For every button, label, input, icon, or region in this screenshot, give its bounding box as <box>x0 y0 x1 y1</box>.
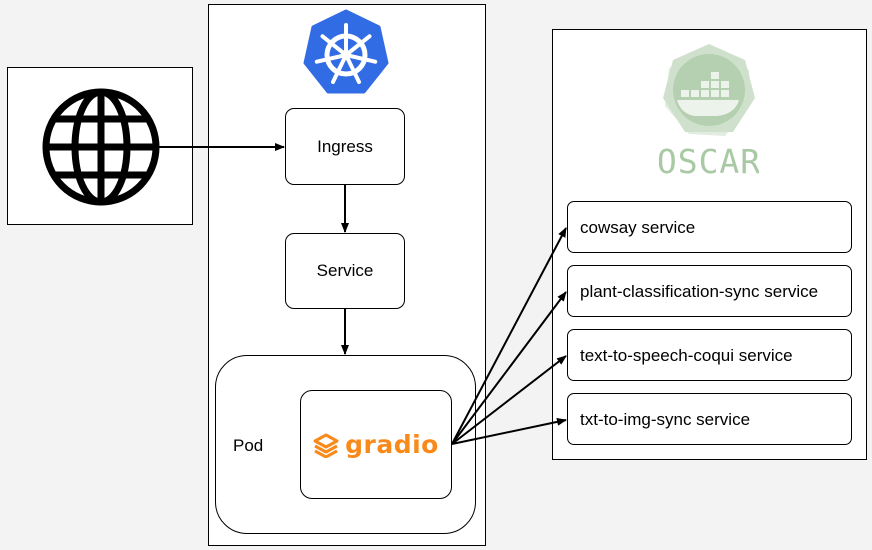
oscar-logo-text: OSCAR <box>659 142 759 180</box>
arrow-gradio-to-text-to-speech <box>451 355 567 445</box>
oscar-logo: OSCAR <box>659 44 759 180</box>
gradio-app-box: gradio <box>300 390 452 499</box>
oscar-service-txt-to-img-sync[interactable]: txt-to-img-sync service <box>567 393 852 445</box>
arrow-gradio-to-plant-classification <box>451 291 567 445</box>
pod-label: Pod <box>233 436 264 455</box>
gradio-mark-icon <box>313 433 339 458</box>
service-node: Service <box>285 233 405 309</box>
globe-icon <box>42 88 160 206</box>
gradio-wordmark: gradio <box>345 430 439 459</box>
oscar-service-plant-classification-sync[interactable]: plant-classification-sync service <box>567 265 852 317</box>
oscar-service-text-to-speech-coqui[interactable]: text-to-speech-coqui service <box>567 329 852 381</box>
arrow-gradio-to-cowsay <box>451 227 567 445</box>
gradio-logo: gradio <box>313 430 439 459</box>
oscar-service-cowsay[interactable]: cowsay service <box>567 201 852 253</box>
ingress-node: Ingress <box>285 108 405 185</box>
kubernetes-helm-icon <box>303 9 389 94</box>
arrow-gradio-to-txt-to-img <box>451 417 567 445</box>
